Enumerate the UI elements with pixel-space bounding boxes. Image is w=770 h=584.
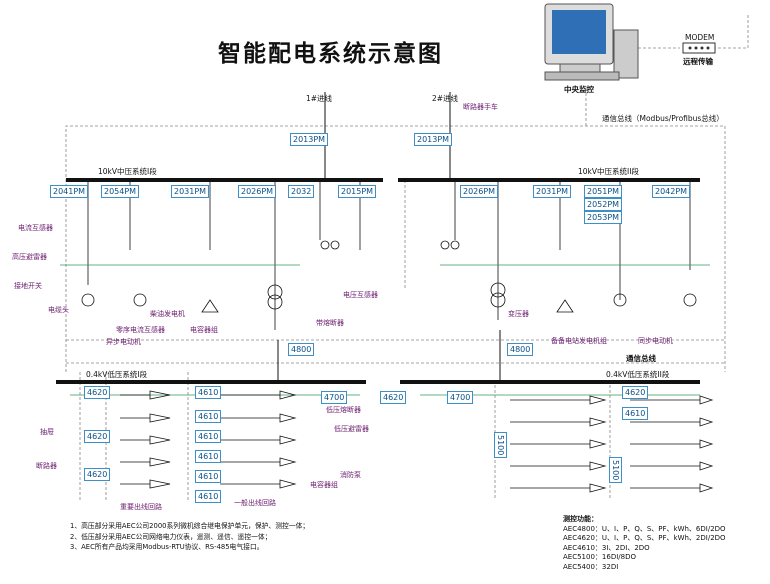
annotation-label: 电流互感器 <box>18 224 53 232</box>
central-monitor-label: 中央监控 <box>564 85 594 94</box>
annotation-label: 断路器 <box>36 462 57 470</box>
annotation-label: 电缆头 <box>48 306 69 314</box>
annotation-label: 低压熔断器 <box>326 406 361 414</box>
modem-sub-label: 远程传输 <box>683 57 713 66</box>
annotation-label: 一般出线回路 <box>234 499 276 507</box>
note-line: 3、AEC所有产品均采用Modbus-RTU协议、RS-485电气接口。 <box>70 543 264 551</box>
device-box: 4610 <box>195 450 222 463</box>
device-box: 4620 <box>84 468 111 481</box>
hv-bus-seg1: 10kV中压系统I段 <box>98 167 157 176</box>
annotation-label: 同步电动机 <box>638 337 673 345</box>
device-box: 4700 <box>321 391 348 404</box>
device-box: 2051PM <box>584 185 623 198</box>
function-item: AEC5100：16DI/8DO <box>563 553 636 562</box>
annotation-label: 接地开关 <box>14 282 42 290</box>
function-heading: 测控功能： <box>563 515 598 523</box>
device-box: 4620 <box>380 391 407 404</box>
annotation-label: 低压避雷器 <box>334 425 369 433</box>
device-box: 4610 <box>195 430 222 443</box>
note-line: 2、低压部分采用AEC公司网络电力仪表，遥测、遥信、遥控一体； <box>70 532 272 541</box>
annotation-label: 备备电站发电机组 <box>551 337 607 345</box>
device-box: 4620 <box>84 386 111 399</box>
device-box: 4610 <box>195 386 222 399</box>
diagram-title: 智能配电系统示意图 <box>218 41 443 67</box>
device-box: 2042PM <box>652 185 691 198</box>
annotation-label: 电容器组 <box>310 481 338 489</box>
device-box: 2015PM <box>338 185 377 198</box>
note-line: 1、高压部分采用AEC公司2000系列微机综合继电保护单元，保护、测控一体； <box>70 522 310 530</box>
device-box: 2026PM <box>238 185 277 198</box>
annotation-label: 变压器 <box>508 310 529 318</box>
device-box: 4700 <box>447 391 474 404</box>
annotation-label: 重要出线回路 <box>120 503 162 511</box>
function-item: AEC4620：U、I、P、Q、S、PF、kWh、2DI/2DO <box>563 534 726 543</box>
device-box: 2013PM <box>290 133 329 146</box>
annotation-label: 带熔断器 <box>316 319 344 327</box>
device-box: 4610 <box>622 407 649 420</box>
device-box: 2054PM <box>101 185 140 198</box>
lv-bus-seg2: 0.4kV低压系统II段 <box>606 370 670 379</box>
device-box: 4800 <box>507 343 534 356</box>
annotation-label: 零序电流互感器 <box>116 326 165 334</box>
annotation-label: 柴油发电机 <box>150 310 185 318</box>
comm-bus-label: 通信总线（Modbus/Profibus总线） <box>602 114 724 123</box>
notes: 1、高压部分采用AEC公司2000系列微机综合继电保护单元，保护、测控一体； 2… <box>70 521 309 553</box>
hv-bus-seg2: 10kV中压系统II段 <box>578 167 639 176</box>
annotation-label: 抽屉 <box>40 428 54 436</box>
device-box: 4610 <box>195 410 222 423</box>
annotation-label: 电容器组 <box>190 326 218 334</box>
device-box: 4800 <box>288 343 315 356</box>
device-box: 5100 <box>609 457 622 484</box>
device-box: 4610 <box>195 490 222 503</box>
cart-label: 断路器手车 <box>463 103 498 111</box>
function-item: AEC4610：3I、2DI、2DO <box>563 543 650 552</box>
comm-bus-label-2: 通信总线 <box>626 354 656 363</box>
annotation-label: 电压互感器 <box>343 291 378 299</box>
device-box: 2041PM <box>50 185 89 198</box>
modem-label: MODEM <box>685 33 715 42</box>
function-item: AEC4800：U、I、P、Q、S、PF、kWh、6DI/2DO <box>563 524 726 533</box>
function-list: 测控功能： AEC4800：U、I、P、Q、S、PF、kWh、6DI/2DO A… <box>563 515 726 573</box>
device-box: 4620 <box>622 386 649 399</box>
device-box: 5100 <box>494 432 507 459</box>
device-box: 2013PM <box>414 133 453 146</box>
device-box: 2031PM <box>171 185 210 198</box>
function-item: AEC5400：32DI <box>563 562 619 571</box>
device-box: 2032 <box>288 185 315 198</box>
incoming-line-2: 2#进线 <box>432 94 459 103</box>
annotation-label: 高压避雷器 <box>12 253 47 261</box>
monitor-icon <box>544 3 639 81</box>
lv-bus-seg1: 0.4kV低压系统I段 <box>86 370 148 379</box>
annotation-label: 异步电动机 <box>106 338 141 346</box>
device-box: 4620 <box>84 430 111 443</box>
device-box: 2053PM <box>584 211 623 224</box>
device-box: 4610 <box>195 470 222 483</box>
modem-icon <box>682 42 716 54</box>
incoming-line-1: 1#进线 <box>306 94 333 103</box>
device-box: 2052PM <box>584 198 623 211</box>
device-box: 2026PM <box>460 185 499 198</box>
annotation-label: 消防泵 <box>340 471 361 479</box>
device-box: 2031PM <box>533 185 572 198</box>
